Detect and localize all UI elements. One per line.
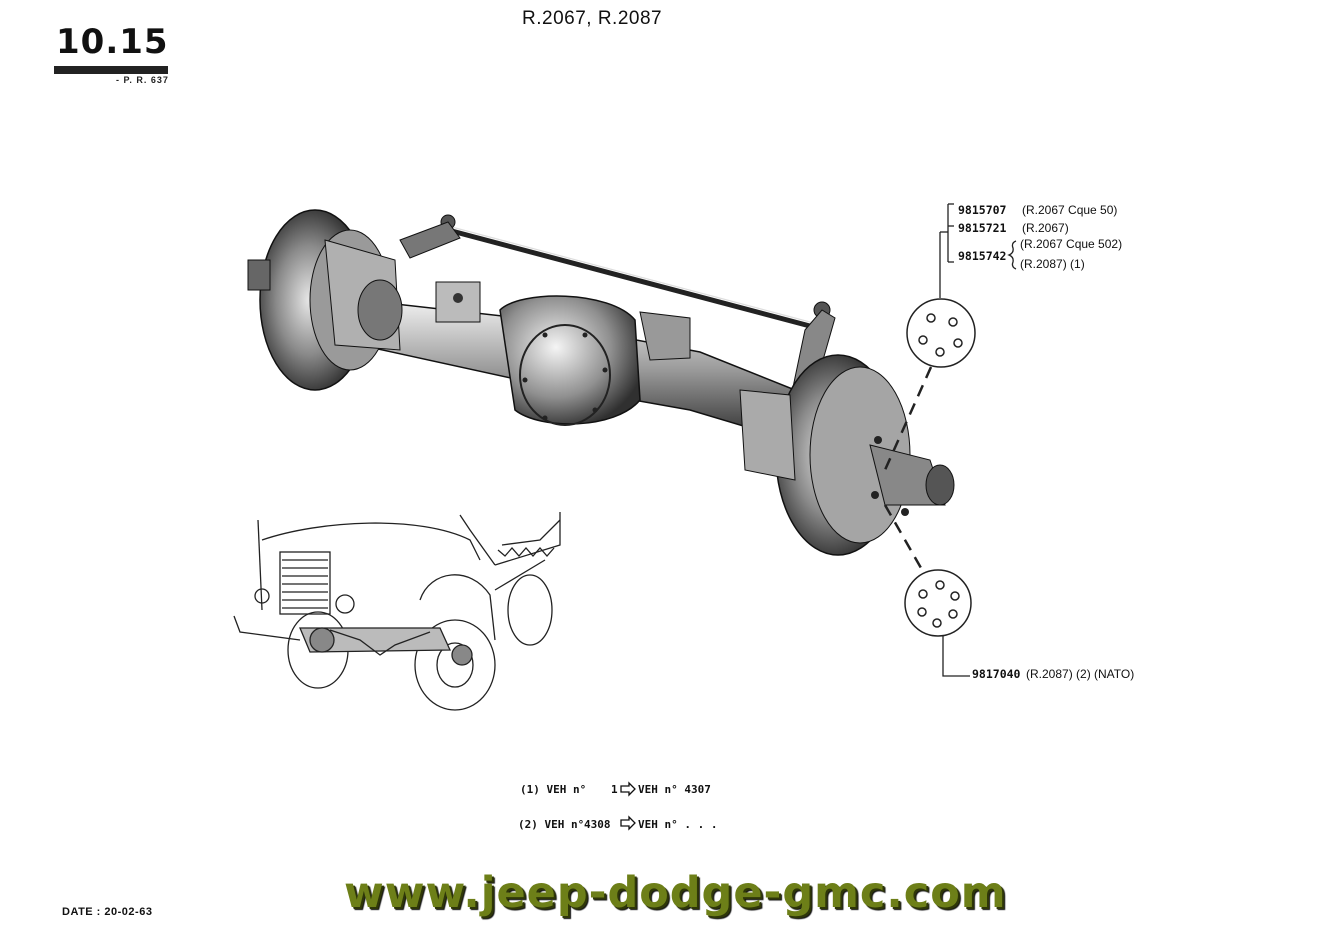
tie-rod: [399, 214, 836, 393]
models-title: R.2067, R.2087: [522, 8, 663, 29]
footnote-mark: (2) VEH n°: [518, 818, 585, 831]
truck-sketch: [233, 512, 561, 711]
part-number: 9815721: [958, 221, 1007, 235]
page-number: 10.15: [56, 22, 169, 62]
differential-housing: [435, 281, 641, 426]
website-watermark: www.jeep-dodge-gmc.com: [344, 868, 1007, 918]
right-brake-drum: [739, 354, 955, 556]
part-application: (R.2067 Cque 502): [1020, 237, 1123, 251]
document-date: DATE : 20-02-63: [62, 906, 153, 918]
part-number: 9815742: [958, 249, 1007, 263]
part-application: (R.2067 Cque 50): [1022, 203, 1118, 217]
footnote-arrows: [620, 781, 636, 831]
part-application: (R.2067): [1022, 221, 1069, 235]
footnote-from: 1: [611, 783, 618, 796]
footnote-mark: (1) VEH n°: [520, 783, 587, 796]
left-brake-drum: [247, 209, 403, 391]
footnote-to: VEH n° 4307: [638, 783, 711, 796]
part-application: (R.2087) (1): [1020, 257, 1085, 271]
reference-code: - P. R. 637: [116, 75, 169, 85]
callout-brackets: [939, 203, 1017, 677]
part-number: 9817040: [972, 667, 1021, 681]
part-number: 9815707: [958, 203, 1007, 217]
part-application: (R.2087) (2) (NATO): [1026, 667, 1135, 681]
stud-pattern-upper: [883, 298, 976, 471]
header-rule: [54, 66, 168, 74]
footnote-from: 4308: [584, 818, 611, 831]
footnote-to: VEH n° . . .: [638, 818, 718, 831]
stud-pattern-lower: [883, 504, 972, 637]
